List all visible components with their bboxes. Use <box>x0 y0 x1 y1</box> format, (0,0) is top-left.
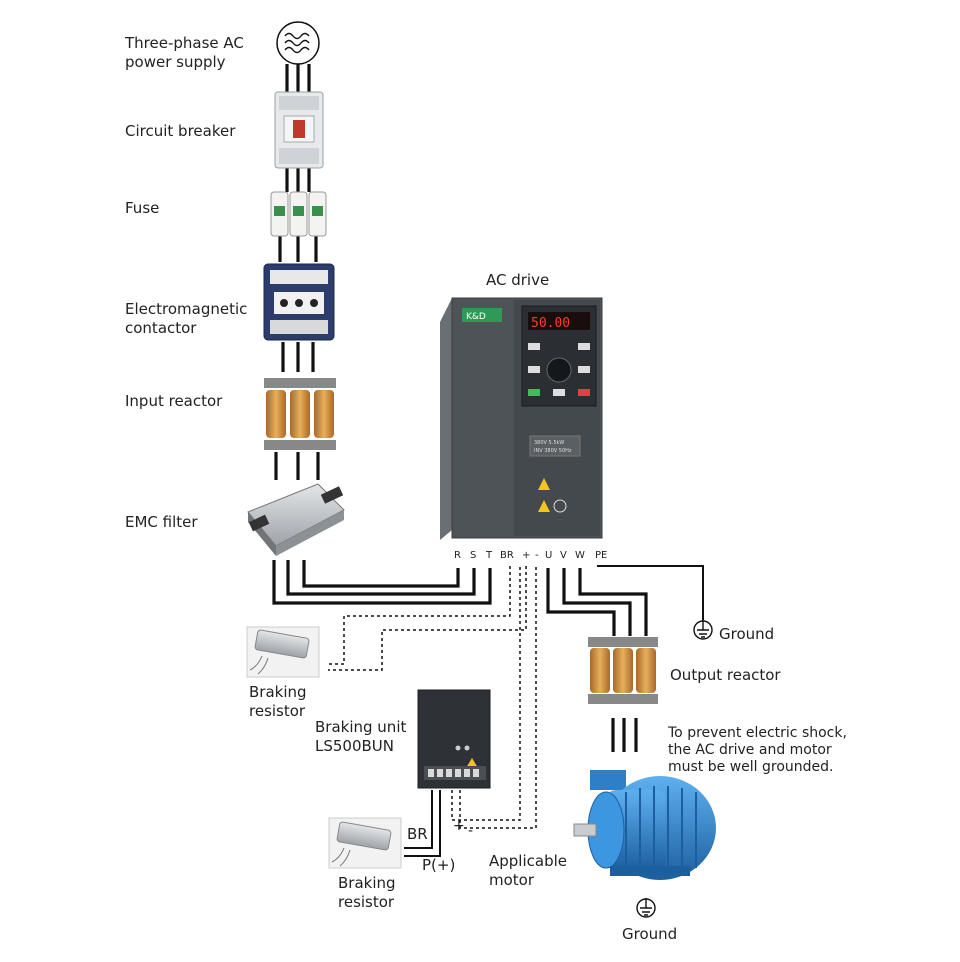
nameplate-line2: INV 380V 50Hz <box>534 448 572 454</box>
ac-drive-icon: K&D 50.00 380V 5.5kW INV 380V 50Hz <box>440 297 603 540</box>
terminal-v: V <box>560 550 567 561</box>
braking-unit-label-line1: Braking unit <box>315 718 406 736</box>
braking-unit-icon <box>417 689 491 789</box>
braking-unit-label-line2: LS500BUN <box>315 737 394 755</box>
contactor-label-line1: Electromagnetic <box>125 300 247 318</box>
terminal-s: S <box>470 550 476 561</box>
warning-line3: must be well grounded. <box>668 759 833 775</box>
output-reactor-label: Output reactor <box>670 666 781 684</box>
emc-to-drive-wires <box>272 560 492 605</box>
power-supply-label-line2: power supply <box>125 53 226 71</box>
ground-label-bottom: Ground <box>622 925 677 943</box>
circuit-breaker-icon <box>274 91 324 169</box>
warning-line2: the AC drive and motor <box>668 742 832 758</box>
p-plus-label: P(+) <box>422 856 455 874</box>
ac-source-icon <box>276 21 320 65</box>
plus-label: + <box>453 818 465 834</box>
terminal-w: W <box>575 550 585 561</box>
pe-ground-wire <box>597 565 704 620</box>
terminal-t: T <box>485 550 493 561</box>
terminal-pe: PE <box>595 550 607 561</box>
braking-resistor-bottom-icon <box>328 817 402 869</box>
applicable-motor-label-line2: motor <box>489 871 535 889</box>
braking-resistor-bottom-label-line1: Braking <box>338 874 396 892</box>
terminal-minus: - <box>535 550 539 561</box>
drive-brand-text: K&D <box>466 312 486 322</box>
input-reactor-icon <box>264 378 336 450</box>
ground-icon-bottom <box>636 898 656 918</box>
fuse-icon <box>270 191 327 237</box>
warning-line1: To prevent electric shock, <box>667 725 847 741</box>
minus-label: - <box>468 823 473 839</box>
input-reactor-label: Input reactor <box>125 392 223 410</box>
fuse-label: Fuse <box>125 199 159 217</box>
terminal-r: R <box>454 550 461 561</box>
terminal-plus: + <box>522 550 530 561</box>
output-reactor-icon <box>588 637 658 704</box>
ac-drive-label: AC drive <box>486 271 549 289</box>
ground-icon-top <box>693 620 713 640</box>
contactor-icon <box>263 263 335 341</box>
reactor-to-motor-wires <box>611 718 638 752</box>
circuit-breaker-label: Circuit breaker <box>125 122 236 140</box>
nameplate-line1: 380V 5.5kW <box>534 440 564 446</box>
power-supply-label-line1: Three-phase AC <box>124 34 244 52</box>
contactor-label-line2: contactor <box>125 319 197 337</box>
br-label: BR <box>407 825 428 843</box>
emc-filter-label: EMC filter <box>125 513 198 531</box>
input-wires <box>274 64 320 480</box>
braking-unit-wires <box>404 566 537 857</box>
drive-display-readout: 50.00 <box>531 316 570 331</box>
motor-icon <box>573 770 716 880</box>
terminal-br: BR <box>500 550 514 561</box>
terminal-labels: R S T BR + - U V W PE <box>454 550 607 561</box>
applicable-motor-label-line1: Applicable <box>489 852 567 870</box>
braking-resistor-dashed-wires <box>328 566 527 671</box>
braking-resistor-top-label-line2: resistor <box>249 702 306 720</box>
braking-resistor-top-label-line1: Braking <box>249 683 307 701</box>
ground-label-top: Ground <box>719 625 774 643</box>
braking-resistor-bottom-label-line2: resistor <box>338 893 395 911</box>
terminal-u: U <box>545 550 552 561</box>
output-wires <box>546 568 648 636</box>
emc-filter-icon <box>247 483 345 556</box>
braking-resistor-top-icon <box>246 626 320 678</box>
